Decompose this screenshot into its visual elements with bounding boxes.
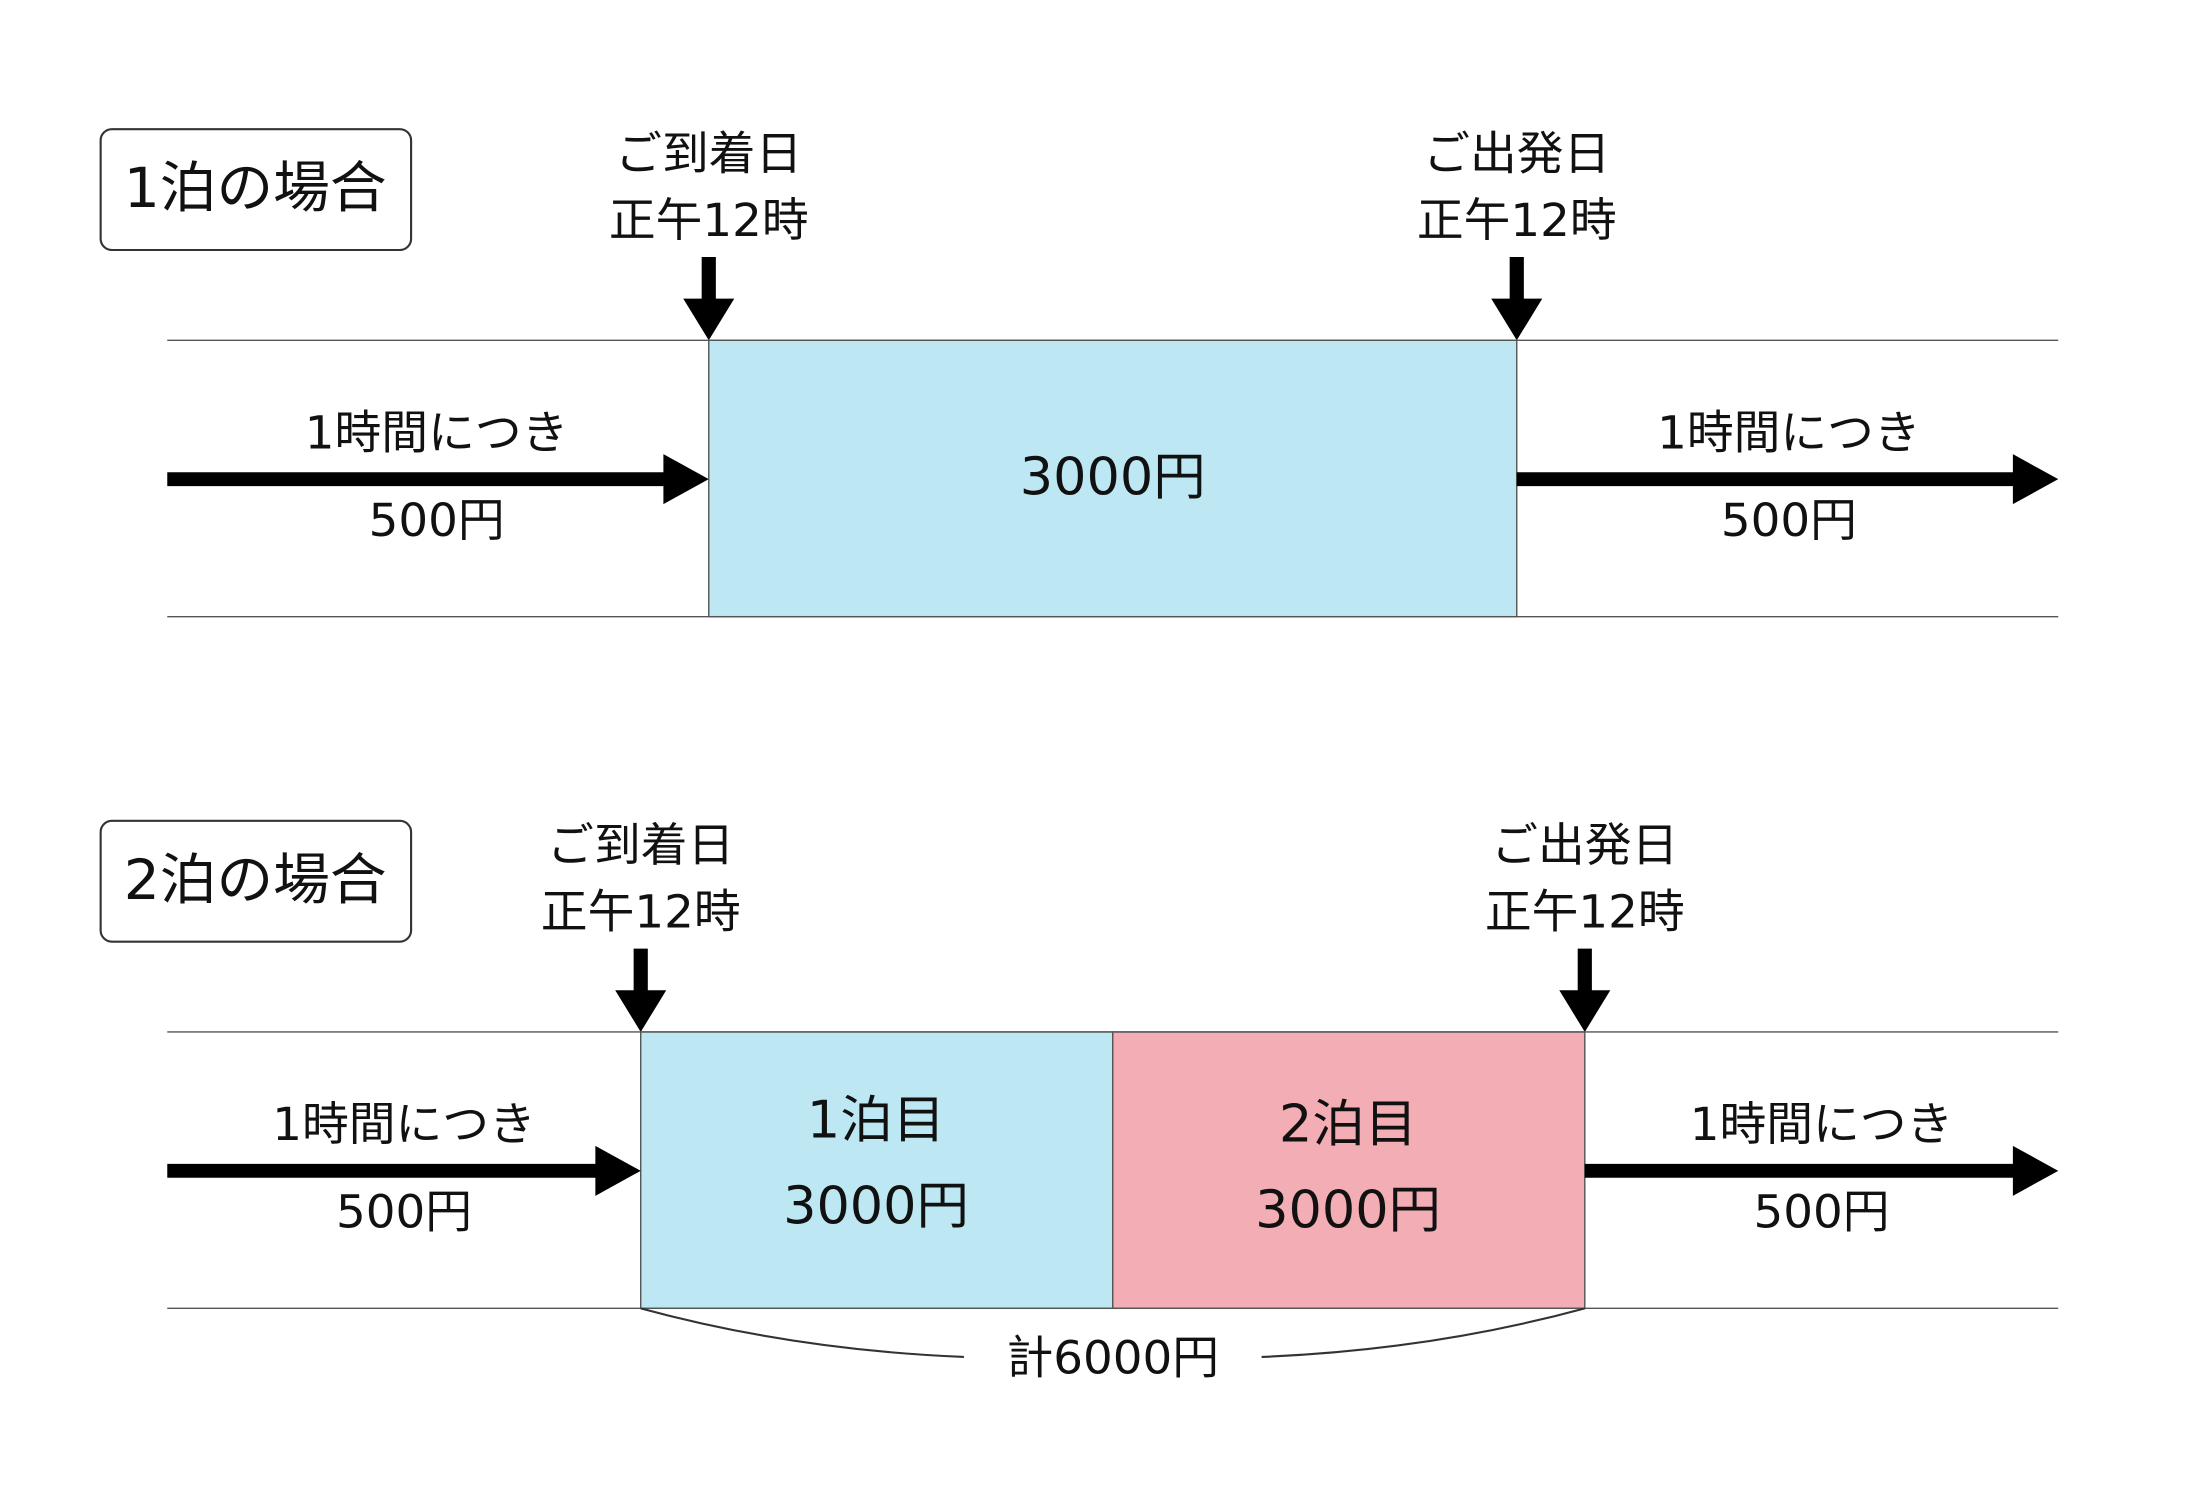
departure-label: ご出発日 (1491, 818, 1678, 871)
after-price: 500円 (1754, 1185, 1890, 1238)
two-nights-section: 2泊の場合 ご到着日 正午12時 ご出発日 正午12時 1泊目 3000円 2泊… (99, 818, 2059, 1384)
after-rate: 1時間につき (1690, 1098, 1954, 1151)
one-night-title: 1泊の場合 (124, 157, 387, 221)
night2-block (1112, 1031, 1586, 1310)
departure-label: ご出発日 (1423, 127, 1610, 180)
two-nights-title-box (99, 819, 413, 943)
night1-price: 3000円 (783, 1177, 969, 1236)
before-price: 500円 (369, 493, 505, 546)
departure-arrow-icon (1491, 256, 1543, 341)
before-price: 500円 (336, 1185, 472, 1238)
before-arrow-icon (167, 454, 709, 505)
night1-block (640, 1031, 1114, 1310)
total-brace (640, 1307, 1586, 1358)
night1-label: 1泊目 (807, 1091, 945, 1150)
before-rate: 1時間につき (305, 406, 569, 459)
arrival-time: 正午12時 (609, 193, 809, 246)
after-rate: 1時間につき (1657, 406, 1921, 459)
stay-price: 3000円 (1020, 448, 1206, 507)
after-arrow-icon (1516, 454, 2059, 505)
before-rate: 1時間につき (272, 1098, 536, 1151)
after-arrow-icon (1584, 1145, 2059, 1196)
departure-arrow-icon (1559, 948, 1611, 1032)
night2-label: 2泊目 (1279, 1095, 1417, 1154)
after-price: 500円 (1721, 493, 1857, 546)
arrival-time: 正午12時 (541, 885, 741, 938)
night2-price: 3000円 (1255, 1181, 1441, 1240)
departure-time: 正午12時 (1417, 193, 1617, 246)
departure-time: 正午12時 (1485, 885, 1685, 938)
total-price: 計6000円 (1006, 1331, 1219, 1384)
stay-block (708, 339, 1518, 618)
one-night-section: 1泊の場合 ご到着日 正午12時 ご出発日 正午12時 3000円 1時間につき… (99, 127, 2059, 618)
arrival-label: ご到着日 (615, 127, 802, 180)
arrival-arrow-icon (683, 256, 735, 341)
two-nights-title: 2泊の場合 (124, 848, 387, 912)
arrival-label: ご到着日 (547, 818, 734, 871)
one-night-title-box (99, 128, 413, 252)
before-arrow-icon (167, 1145, 641, 1196)
arrival-arrow-icon (615, 948, 667, 1032)
